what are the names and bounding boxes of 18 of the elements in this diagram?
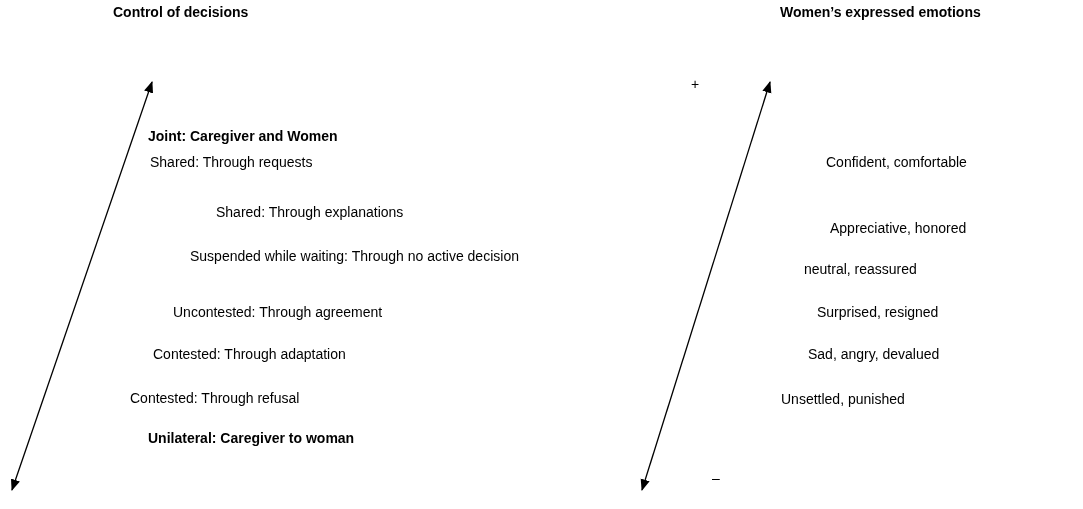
decision-label: Shared: Through requests	[150, 154, 313, 171]
column-heading: Control of decisions	[113, 4, 249, 21]
decision-label: Uncontested: Through agreement	[173, 304, 383, 321]
scale-sign: –	[712, 470, 720, 487]
emotion-label: Appreciative, honored	[830, 220, 967, 237]
emotion-label: Unsettled, punished	[781, 391, 905, 408]
scale-sign: +	[691, 76, 700, 93]
emotion-label: neutral, reassured	[804, 261, 917, 278]
scale-end-label: Joint: Caregiver and Women	[148, 128, 338, 145]
scale-end-label: Unilateral: Caregiver to woman	[148, 430, 355, 447]
column-heading: Women’s expressed emotions	[780, 4, 981, 21]
emotion-label: Confident, comfortable	[826, 154, 967, 171]
decision-label: Contested: Through adaptation	[153, 346, 346, 363]
decision-label: Shared: Through explanations	[216, 204, 404, 221]
emotion-label: Surprised, resigned	[817, 304, 939, 321]
decision-label: Contested: Through refusal	[130, 390, 300, 407]
emotion-label: Sad, angry, devalued	[808, 346, 940, 363]
decision-label: Suspended while waiting: Through no active decision	[190, 248, 519, 265]
